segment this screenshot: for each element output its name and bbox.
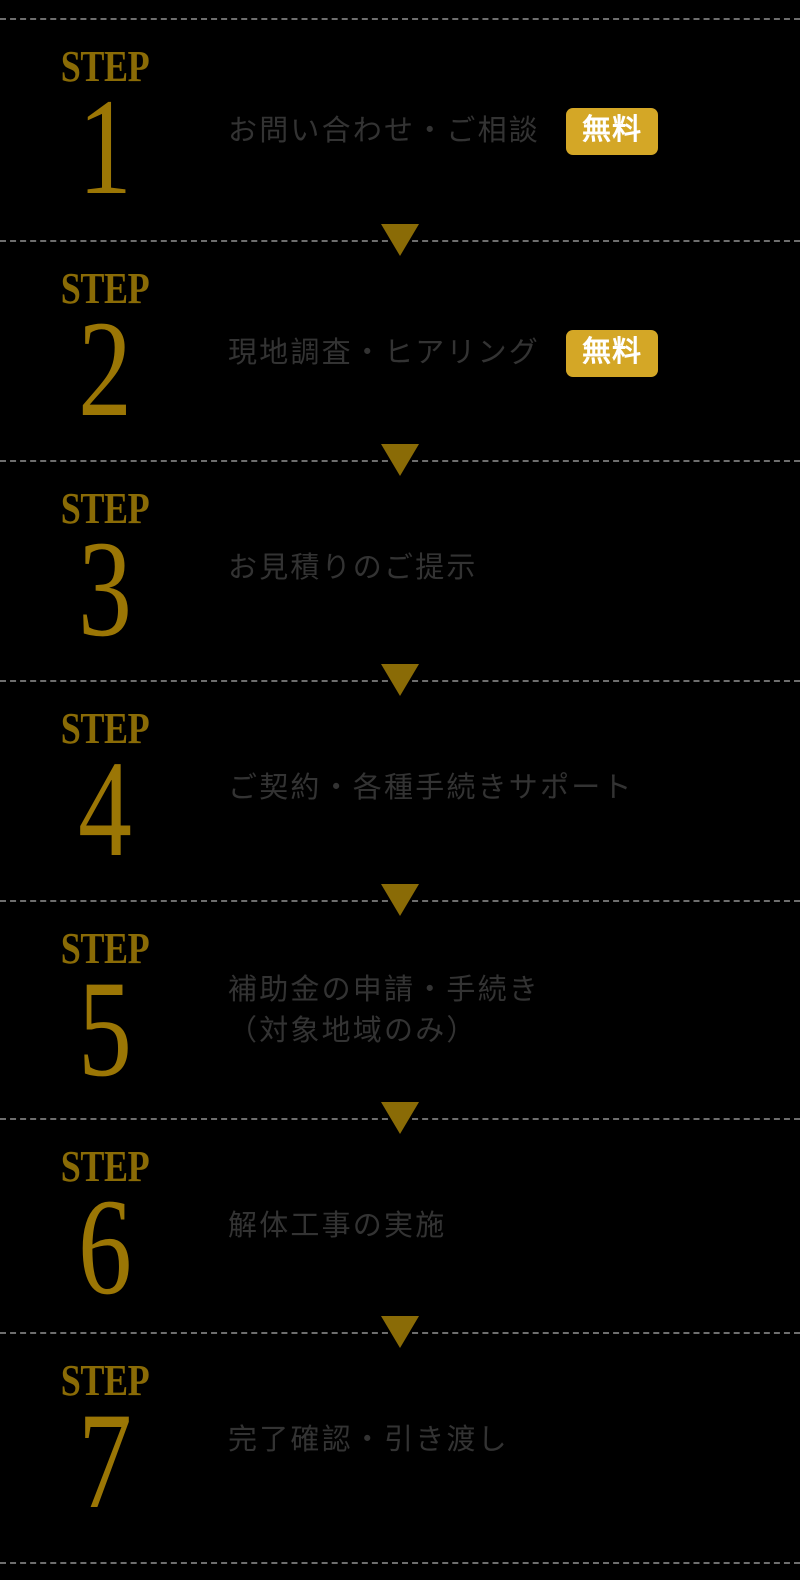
step-label-text: ご契約・各種手続きサポート <box>228 772 634 804</box>
step-body: 補助金の申請・手続き （対象地域のみ） <box>228 970 540 1052</box>
down-arrow-icon-5 <box>381 1102 419 1134</box>
step-body: ご契約・各種手続きサポート <box>228 768 634 809</box>
step-number: 3 <box>78 511 132 665</box>
step-label-text: 完了確認・引き渡し <box>228 1424 509 1456</box>
step-word-label: STEP <box>60 1142 150 1191</box>
step-label-text: 補助金の申請・手続き （対象地域のみ） <box>228 974 541 1048</box>
down-arrow-icon-4 <box>381 884 419 916</box>
step-body: お問い合わせ・ご相談無料 <box>228 108 659 155</box>
free-badge: 無料 <box>566 108 659 155</box>
step-body: 解体工事の実施 <box>228 1206 446 1247</box>
down-arrow-icon-6 <box>381 1316 419 1348</box>
step-word-label: STEP <box>60 924 150 973</box>
step-number: 5 <box>78 951 132 1105</box>
down-arrow-icon-3 <box>381 664 419 696</box>
step-word-label: STEP <box>60 1356 150 1405</box>
step-word-label: STEP <box>60 264 150 313</box>
step-word-label: STEP <box>60 42 150 91</box>
step-divider-1 <box>0 18 800 20</box>
step-label-text: お見積りのご提示 <box>228 552 478 584</box>
step-word-label: STEP <box>60 704 150 753</box>
step-divider-8 <box>0 1562 800 1564</box>
step-body: 完了確認・引き渡し <box>228 1420 509 1461</box>
step-number: 4 <box>78 731 132 885</box>
step-body: 現地調査・ヒアリング無料 <box>228 330 659 377</box>
step-number: 6 <box>78 1169 132 1323</box>
step-number: 2 <box>78 291 132 445</box>
step-label-text: お問い合わせ・ご相談 <box>228 114 541 147</box>
step-label-text: 現地調査・ヒアリング <box>228 336 541 369</box>
step-word-label: STEP <box>60 484 150 533</box>
step-number: 1 <box>78 69 132 223</box>
step-number: 7 <box>78 1383 132 1537</box>
down-arrow-icon-1 <box>381 224 419 256</box>
free-badge: 無料 <box>566 330 659 377</box>
down-arrow-icon-2 <box>381 444 419 476</box>
step-body: お見積りのご提示 <box>228 548 478 589</box>
step-label-text: 解体工事の実施 <box>228 1210 447 1242</box>
